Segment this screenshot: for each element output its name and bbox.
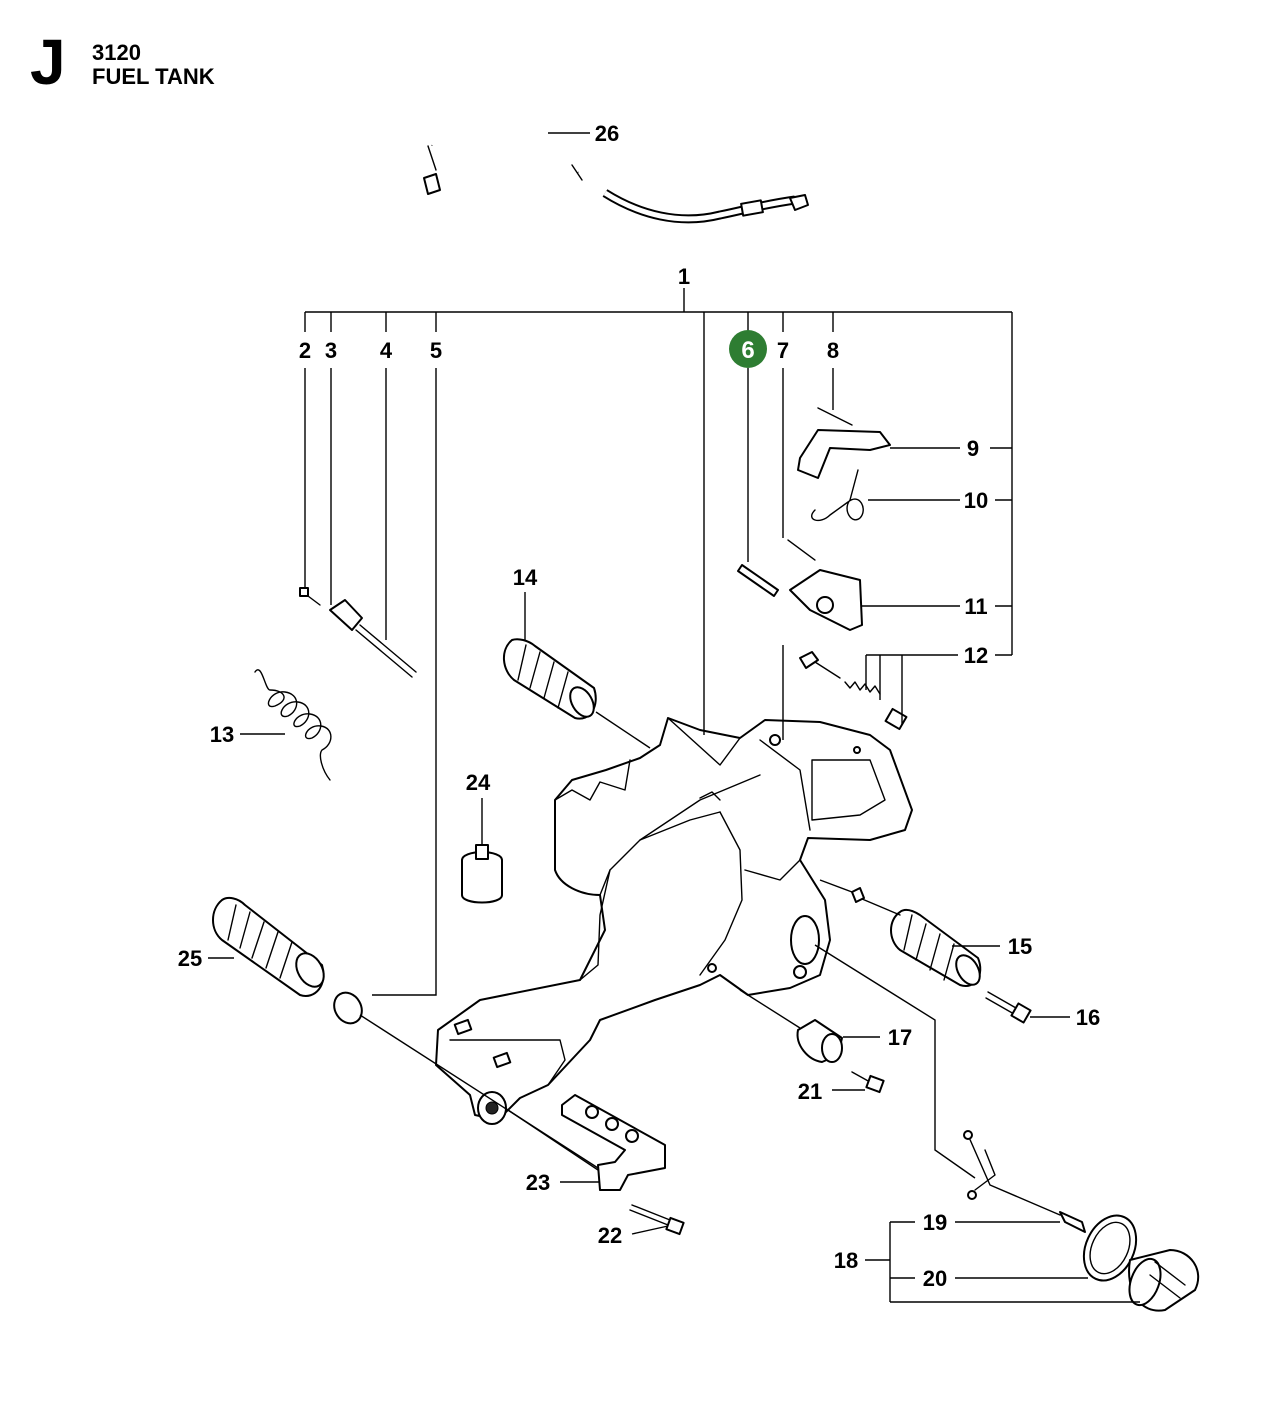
part-14-buffer[interactable] bbox=[503, 638, 599, 721]
callout-8: 8 bbox=[827, 338, 839, 363]
part-22-screw[interactable] bbox=[629, 1204, 685, 1236]
part-19-cap[interactable] bbox=[1124, 1249, 1200, 1312]
part-24-fuel-filter[interactable] bbox=[461, 844, 503, 904]
callout-22: 22 bbox=[598, 1223, 622, 1248]
page-title: FUEL TANK bbox=[92, 64, 215, 89]
part-23-bracket[interactable] bbox=[561, 1094, 666, 1191]
callout-5: 5 bbox=[430, 338, 442, 363]
callout-20: 20 bbox=[923, 1266, 947, 1291]
part-10-spring[interactable] bbox=[811, 469, 864, 522]
callout-13: 13 bbox=[210, 722, 234, 747]
section-letter: J bbox=[30, 26, 66, 98]
part-26-fuel-hose[interactable] bbox=[423, 96, 809, 224]
callout-18: 18 bbox=[834, 1248, 858, 1273]
callout-10: 10 bbox=[964, 488, 988, 513]
part-16-screw[interactable] bbox=[985, 991, 1032, 1024]
model-number: 3120 bbox=[92, 40, 141, 65]
callout-9: 9 bbox=[967, 436, 979, 461]
part-8-9-lever[interactable] bbox=[797, 407, 891, 479]
part-20-gasket-ring[interactable] bbox=[1074, 1207, 1146, 1289]
callout-19: 19 bbox=[923, 1210, 947, 1235]
callout-15: 15 bbox=[1008, 934, 1032, 959]
part-25-buffer[interactable] bbox=[212, 896, 367, 1028]
leader-lines bbox=[208, 132, 1140, 1303]
part-15-buffer[interactable] bbox=[851, 887, 985, 989]
callout-12: 12 bbox=[964, 643, 988, 668]
header: J 3120 FUEL TANK bbox=[0, 0, 400, 100]
callout-2: 2 bbox=[299, 338, 311, 363]
part-11-trigger[interactable] bbox=[737, 539, 863, 631]
callout-16: 16 bbox=[1076, 1005, 1100, 1030]
part-1-fuel-tank-housing[interactable] bbox=[435, 717, 913, 1125]
callout-1: 1 bbox=[678, 264, 690, 289]
callout-3: 3 bbox=[325, 338, 337, 363]
part-13-spring[interactable] bbox=[254, 669, 332, 781]
part-21-screw[interactable] bbox=[851, 1071, 885, 1094]
callout-26: 26 bbox=[595, 121, 619, 146]
part-12-screw-set[interactable] bbox=[799, 651, 908, 731]
callout-labels: 1 2 3 4 5 6 7 8 9 10 11 12 13 14 15 16 1… bbox=[178, 121, 1100, 1291]
callout-25: 25 bbox=[178, 946, 202, 971]
callout-14: 14 bbox=[513, 565, 538, 590]
part-18-fuel-cap-assy[interactable] bbox=[963, 1130, 1086, 1233]
part-17-buffer[interactable] bbox=[796, 1019, 843, 1063]
callout-7: 7 bbox=[777, 338, 789, 363]
callout-11: 11 bbox=[964, 594, 987, 619]
callout-4: 4 bbox=[380, 338, 393, 363]
callout-24: 24 bbox=[466, 770, 491, 795]
callout-23: 23 bbox=[526, 1170, 550, 1195]
callout-21: 21 bbox=[798, 1079, 822, 1104]
highlight-badge bbox=[729, 330, 767, 368]
callout-6: 6 bbox=[741, 337, 754, 364]
callout-17: 17 bbox=[888, 1025, 912, 1050]
part-2-4-rod-assembly[interactable] bbox=[299, 587, 417, 678]
